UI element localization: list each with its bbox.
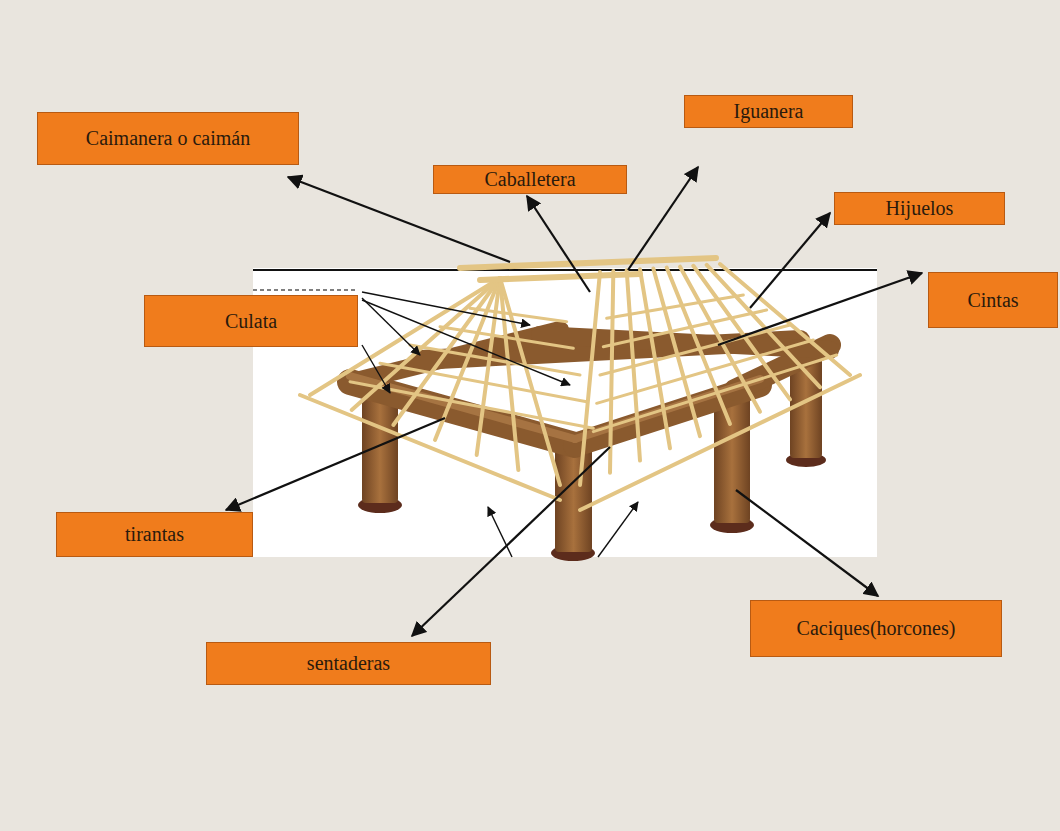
- label-box: Caciques(horcones): [750, 600, 1002, 657]
- part-name: Iguanera: [724, 100, 814, 123]
- part-name: Caciques(horcones): [787, 617, 966, 640]
- label-box: tirantas: [56, 512, 253, 557]
- part-name: Cintas: [957, 289, 1028, 312]
- part-name: sentaderas: [297, 652, 400, 675]
- part-name: Caballetera: [474, 168, 585, 191]
- ridge-poles: [460, 258, 716, 280]
- part-name: Hijuelos: [876, 197, 964, 220]
- label-box: Hijuelos: [834, 192, 1005, 225]
- part-name: Caimanera o caimán: [76, 127, 260, 150]
- label-box: Iguanera: [684, 95, 853, 128]
- leader-lines: [226, 167, 922, 636]
- label-box: Caballetera: [433, 165, 627, 194]
- label-box: Cintas: [928, 272, 1058, 328]
- label-box: Caimanera o caimán: [37, 112, 299, 165]
- dashed-rule: [253, 289, 355, 291]
- roof-poles: [300, 264, 860, 510]
- culata-leaders: [362, 292, 570, 393]
- part-name: Culata: [215, 310, 287, 333]
- part-name: tirantas: [115, 523, 194, 546]
- label-box: sentaderas: [206, 642, 491, 685]
- label-box: Culata: [144, 295, 358, 347]
- lower-leaders: [488, 502, 638, 557]
